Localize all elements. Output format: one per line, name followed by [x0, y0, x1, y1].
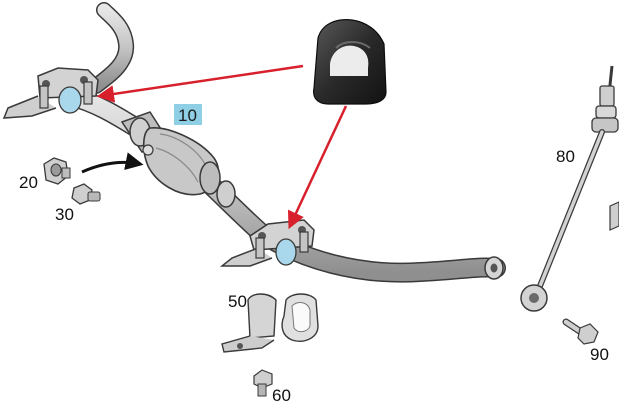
red-arrow-left [96, 64, 304, 103]
callout-10[interactable]: 10 [178, 106, 197, 125]
actuator-housing [120, 111, 236, 208]
rubber-bushing-photo [313, 19, 387, 105]
callout-60[interactable]: 60 [272, 386, 291, 405]
left-mount-bracket [2, 67, 99, 119]
callout-50[interactable]: 50 [228, 292, 247, 311]
callout-20[interactable]: 20 [19, 173, 38, 192]
red-arrow-right [287, 105, 348, 230]
part-90-bolt [562, 318, 599, 345]
callout-30[interactable]: 30 [55, 205, 74, 224]
part-60-bolt [253, 369, 273, 397]
part-30-fitting [71, 183, 101, 205]
black-curved-arrow [81, 152, 144, 174]
part-20-nut [43, 157, 71, 185]
right-mount-bracket [219, 219, 315, 267]
red-arrows [96, 64, 348, 230]
left-bushing-highlight [58, 86, 82, 114]
callout-90[interactable]: 90 [590, 345, 609, 364]
right-bushing-highlight [275, 238, 297, 266]
callout-10-highlight [174, 104, 202, 125]
callout-80[interactable]: 80 [556, 147, 575, 166]
part-80-link [520, 65, 619, 312]
part-50-bracket-bushing [221, 293, 319, 353]
